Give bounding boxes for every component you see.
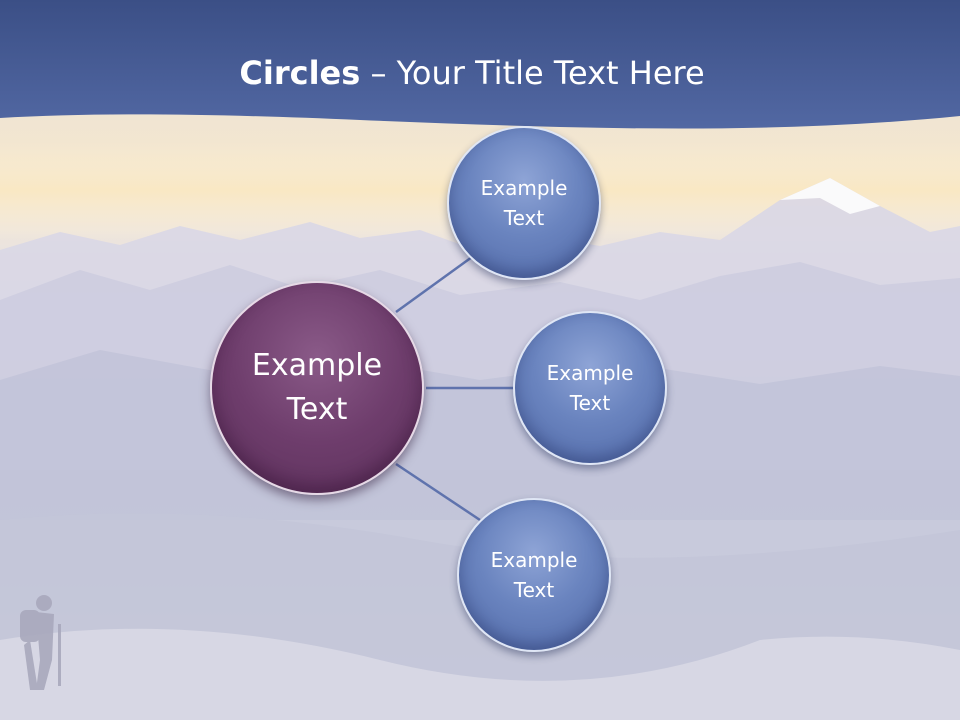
slide-title: Circles – Your Title Text Here [0, 54, 944, 92]
circle-top-label: Example Text [480, 176, 568, 230]
slide-title-bold: Circles [239, 54, 361, 92]
connector-line-bottom [395, 462, 481, 522]
circle-bottom-label: Example Text [490, 548, 578, 602]
center-circle-label: Example Text [251, 348, 383, 427]
slide-title-rest: – Your Title Text Here [360, 54, 705, 92]
circle-bottom[interactable]: Example Text [457, 498, 611, 652]
hiker-figure [20, 595, 61, 690]
center-circle[interactable]: Example Text [210, 281, 424, 495]
circle-middle-label: Example Text [546, 361, 634, 415]
circle-middle[interactable]: Example Text [513, 311, 667, 465]
circle-top[interactable]: Example Text [447, 126, 601, 280]
connector-line-top [395, 255, 473, 314]
